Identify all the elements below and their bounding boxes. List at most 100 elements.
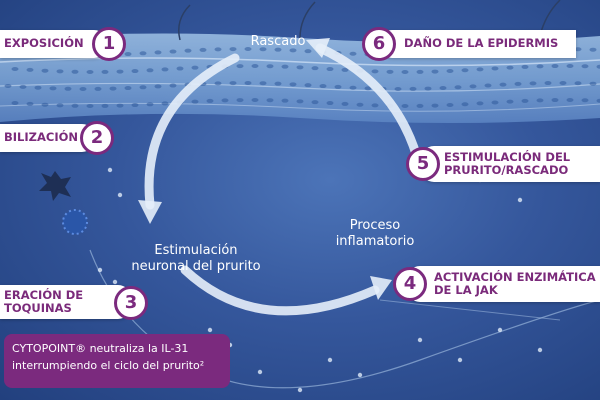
- skin-cell: [139, 85, 147, 90]
- step-2-label: BILIZACIÓN: [4, 130, 79, 144]
- skin-cell: [221, 98, 229, 103]
- cytokine-dot: [117, 192, 123, 198]
- skin-cell: [214, 47, 222, 52]
- step-6-badge: 6: [362, 27, 396, 61]
- skin-cell: [356, 102, 364, 107]
- arrowhead: [370, 276, 392, 300]
- label-inflammatory-process: Proceso inflamatorio: [335, 218, 415, 249]
- skin-cell: [19, 84, 27, 89]
- skin-cell: [229, 81, 237, 86]
- skin-cell: [41, 68, 49, 73]
- cycle-arrow-bottom: [180, 265, 380, 316]
- skin-cell: [101, 103, 109, 108]
- skin-cell: [536, 98, 544, 103]
- skin-cell: [131, 103, 139, 108]
- skin-cell: [184, 48, 192, 53]
- skin-cell: [499, 82, 507, 87]
- step-4-label: ACTIVACIÓN ENZIMÁTICA DE LA JAK: [434, 270, 596, 297]
- skin-cell: [551, 64, 559, 69]
- skin-cell: [439, 85, 447, 90]
- skin-cell: [56, 103, 64, 108]
- skin-cell: [214, 81, 222, 86]
- skin-cell: [334, 84, 342, 89]
- skin-cell: [536, 64, 544, 69]
- skin-cell: [116, 69, 124, 74]
- skin-cell: [326, 67, 334, 72]
- skin-cell: [289, 48, 297, 53]
- skin-cell: [529, 81, 537, 86]
- nerve-fiber: [379, 299, 561, 321]
- skin-cell: [416, 103, 424, 108]
- skin-cell: [251, 64, 259, 69]
- step-6-pill: DAÑO DE LA EPIDERMIS: [378, 30, 576, 58]
- skin-cell: [401, 103, 409, 108]
- cytokine-dot: [357, 372, 363, 378]
- skin-cell: [386, 69, 394, 74]
- skin-cell: [461, 68, 469, 73]
- cytokine-dot: [107, 167, 113, 173]
- skin-cell: [41, 102, 49, 107]
- skin-cell: [274, 47, 282, 52]
- skin-cell: [566, 64, 574, 69]
- step-5-label: ESTIMULACIÓN DEL PRURITO/RASCADO: [444, 150, 571, 177]
- skin-cell: [64, 86, 72, 91]
- cytokine-dot: [297, 387, 303, 393]
- cytokine-dot: [112, 279, 118, 285]
- callout-line-2: interrumpiendo el ciclo del prurito²: [12, 359, 205, 372]
- skin-cell: [326, 101, 334, 106]
- skin-cell: [446, 68, 454, 73]
- skin-cell: [236, 64, 244, 69]
- skin-cell: [251, 98, 259, 103]
- skin-cell: [281, 98, 289, 103]
- skin-cell: [311, 66, 319, 71]
- skin-cell: [124, 86, 132, 91]
- skin-cell: [199, 47, 207, 52]
- skin-cell: [169, 83, 177, 88]
- skin-cell: [581, 98, 589, 103]
- skin-cell: [71, 69, 79, 74]
- skin-cell: [236, 98, 244, 103]
- skin-cell: [484, 83, 492, 88]
- step-5-badge: 5: [406, 147, 440, 181]
- skin-cell: [364, 86, 372, 91]
- cytokine-dot: [97, 267, 103, 273]
- skin-cell: [476, 67, 484, 72]
- skin-cell: [349, 85, 357, 90]
- arrowhead: [306, 38, 330, 58]
- skin-cell: [431, 69, 439, 74]
- skin-cell: [259, 81, 267, 86]
- immune-cell-icon: [39, 171, 71, 201]
- skin-cell: [26, 101, 34, 106]
- cytokine-dot: [257, 369, 263, 375]
- nerve-fiber: [89, 249, 600, 389]
- skin-cell: [206, 98, 214, 103]
- skin-cell: [86, 69, 94, 74]
- epidermis-line: [0, 102, 600, 112]
- skin-cell: [176, 66, 184, 71]
- skin-cell: [559, 81, 567, 86]
- skin-cell: [416, 69, 424, 74]
- step-2-badge: 2: [80, 121, 114, 155]
- callout-line-1: CYTOPOINT® neutraliza la IL-31: [12, 342, 189, 355]
- skin-cell: [266, 64, 274, 69]
- step-4-pill: ACTIVACIÓN ENZIMÁTICA DE LA JAK: [406, 266, 600, 302]
- skin-cell: [304, 49, 312, 54]
- skin-cell: [506, 99, 514, 104]
- epidermis-line: [0, 82, 600, 92]
- skin-cell: [491, 100, 499, 105]
- skin-cell: [154, 50, 162, 55]
- immune-cell-icon: [62, 209, 88, 235]
- step-3-badge: 3: [114, 286, 148, 320]
- cytokine-dot: [417, 337, 423, 343]
- skin-cell: [71, 103, 79, 108]
- cytokine-dot: [457, 357, 463, 363]
- skin-cell: [274, 81, 282, 86]
- skin-cell: [521, 64, 529, 69]
- skin-cell: [341, 101, 349, 106]
- skin-cell: [109, 86, 117, 91]
- skin-cell: [86, 103, 94, 108]
- skin-cell: [446, 102, 454, 107]
- step-6-label: DAÑO DE LA EPIDERMIS: [404, 36, 559, 50]
- cytopoint-callout: CYTOPOINT® neutraliza la IL-31 interrump…: [4, 334, 230, 388]
